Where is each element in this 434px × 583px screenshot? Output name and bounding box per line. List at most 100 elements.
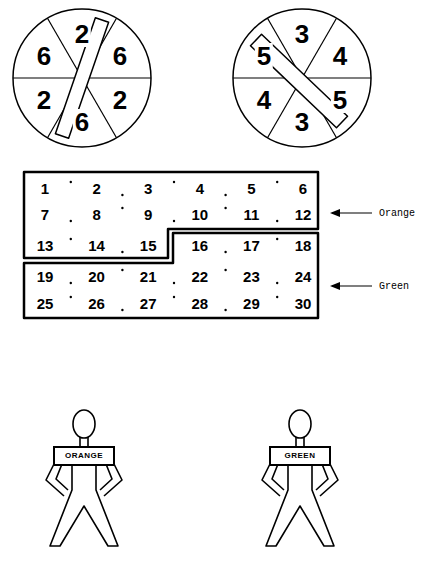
grid-dot bbox=[70, 238, 72, 240]
sign-text: ORANGE bbox=[61, 451, 107, 461]
grid-number: 6 bbox=[297, 181, 309, 196]
grid-number: 17 bbox=[241, 238, 262, 253]
figure-head bbox=[289, 410, 311, 438]
arrow-head bbox=[330, 209, 340, 217]
grid-dot bbox=[224, 309, 226, 311]
region-outline bbox=[24, 233, 318, 318]
grid-number: 11 bbox=[241, 207, 261, 222]
grid-dot bbox=[70, 181, 72, 183]
grid-dot bbox=[121, 251, 123, 253]
grid-number: 2 bbox=[90, 181, 102, 196]
region-border bbox=[24, 233, 318, 318]
figure-arm bbox=[320, 464, 338, 496]
grid-number: 13 bbox=[35, 238, 56, 253]
arrow-head bbox=[330, 282, 340, 290]
grid-dot bbox=[224, 269, 226, 271]
figure-arm bbox=[56, 464, 68, 490]
spinner-number: 3 bbox=[293, 21, 311, 47]
person-figure bbox=[46, 410, 122, 546]
grid-number: 1 bbox=[39, 181, 51, 196]
spinner-circle bbox=[233, 9, 371, 147]
grid-dot bbox=[121, 207, 123, 209]
grid-number: 8 bbox=[90, 207, 102, 222]
grid-dot bbox=[276, 181, 278, 183]
spinner-number: 2 bbox=[111, 87, 129, 113]
person-figure bbox=[262, 410, 338, 546]
region-outline bbox=[24, 172, 318, 258]
grid-number: 18 bbox=[293, 238, 314, 253]
spinner-number: 2 bbox=[73, 21, 91, 47]
grid-dot bbox=[121, 309, 123, 311]
grid-dot bbox=[276, 220, 278, 222]
grid-number: 26 bbox=[86, 296, 107, 311]
sector-line bbox=[48, 18, 117, 138]
spinner-number: 6 bbox=[111, 43, 129, 69]
grid-dot bbox=[70, 220, 72, 222]
grid-number: 27 bbox=[138, 296, 159, 311]
grid-number: 21 bbox=[138, 269, 159, 284]
spinner-number: 3 bbox=[293, 109, 311, 135]
grid-number: 15 bbox=[138, 238, 159, 253]
figure-arm bbox=[272, 464, 284, 490]
grid-number: 28 bbox=[189, 296, 210, 311]
grid-number: 16 bbox=[189, 238, 210, 253]
spinner-number: 5 bbox=[255, 43, 273, 69]
sign-board: GREEN bbox=[269, 446, 331, 466]
spinner-number: 2 bbox=[35, 87, 53, 113]
grid-number: 9 bbox=[142, 207, 154, 222]
grid-dot bbox=[224, 251, 226, 253]
spinner-number: 4 bbox=[255, 87, 273, 113]
figure-head bbox=[73, 410, 95, 438]
grid-dot bbox=[173, 220, 175, 222]
grid-dot bbox=[173, 282, 175, 284]
spinner-number: 6 bbox=[73, 109, 91, 135]
grid-number: 29 bbox=[241, 296, 262, 311]
figure-body bbox=[266, 464, 334, 546]
grid-number: 22 bbox=[189, 269, 210, 284]
grid-number: 4 bbox=[194, 181, 206, 196]
spinner-number: 6 bbox=[35, 43, 53, 69]
grid-dot bbox=[121, 269, 123, 271]
grid-dot bbox=[121, 194, 123, 196]
grid-number: 7 bbox=[39, 207, 51, 222]
grid-number: 20 bbox=[86, 269, 107, 284]
grid-dot bbox=[276, 296, 278, 298]
sector-line bbox=[48, 18, 117, 138]
spinner-wheel: 534435 bbox=[232, 8, 372, 148]
grid-dot bbox=[70, 296, 72, 298]
grid-number: 25 bbox=[35, 296, 56, 311]
grid-dot bbox=[173, 296, 175, 298]
grid-number: 30 bbox=[293, 296, 314, 311]
grid-dot bbox=[224, 194, 226, 196]
grid-number: 12 bbox=[293, 207, 314, 222]
figure-body bbox=[50, 464, 118, 546]
region-label: Orange bbox=[378, 208, 416, 219]
grid-number: 23 bbox=[241, 269, 262, 284]
number-region: 123456789101112131415 bbox=[24, 172, 318, 258]
number-region: 16 17 18 19 20 21 22 23 24 25 26 27 28 29 30 bbox=[24, 233, 318, 318]
spinner-pointer bbox=[55, 18, 108, 139]
grid-dot bbox=[276, 282, 278, 284]
grid-dot bbox=[173, 181, 175, 183]
figure-arm bbox=[262, 464, 280, 496]
grid-number: 10 bbox=[189, 207, 210, 222]
figure-arm bbox=[46, 464, 64, 496]
grid-number: 24 bbox=[293, 269, 314, 284]
figure-arm bbox=[316, 464, 328, 490]
spinner-wheel: 626262 bbox=[12, 8, 152, 148]
spinner-number: 5 bbox=[331, 87, 349, 113]
spinner-circle bbox=[13, 9, 151, 147]
grid-number: 5 bbox=[245, 181, 257, 196]
grid-dot bbox=[70, 282, 72, 284]
sign-text: GREEN bbox=[277, 451, 323, 461]
figure-arm bbox=[100, 464, 112, 490]
grid-dot bbox=[276, 238, 278, 240]
region-label: Green bbox=[378, 281, 410, 292]
region-border bbox=[24, 172, 318, 258]
grid-number: 14 bbox=[86, 238, 107, 253]
grid-number: 3 bbox=[142, 181, 154, 196]
grid-number: 19 bbox=[35, 269, 56, 284]
sign-board: ORANGE bbox=[53, 446, 115, 466]
figure-arm bbox=[104, 464, 122, 496]
